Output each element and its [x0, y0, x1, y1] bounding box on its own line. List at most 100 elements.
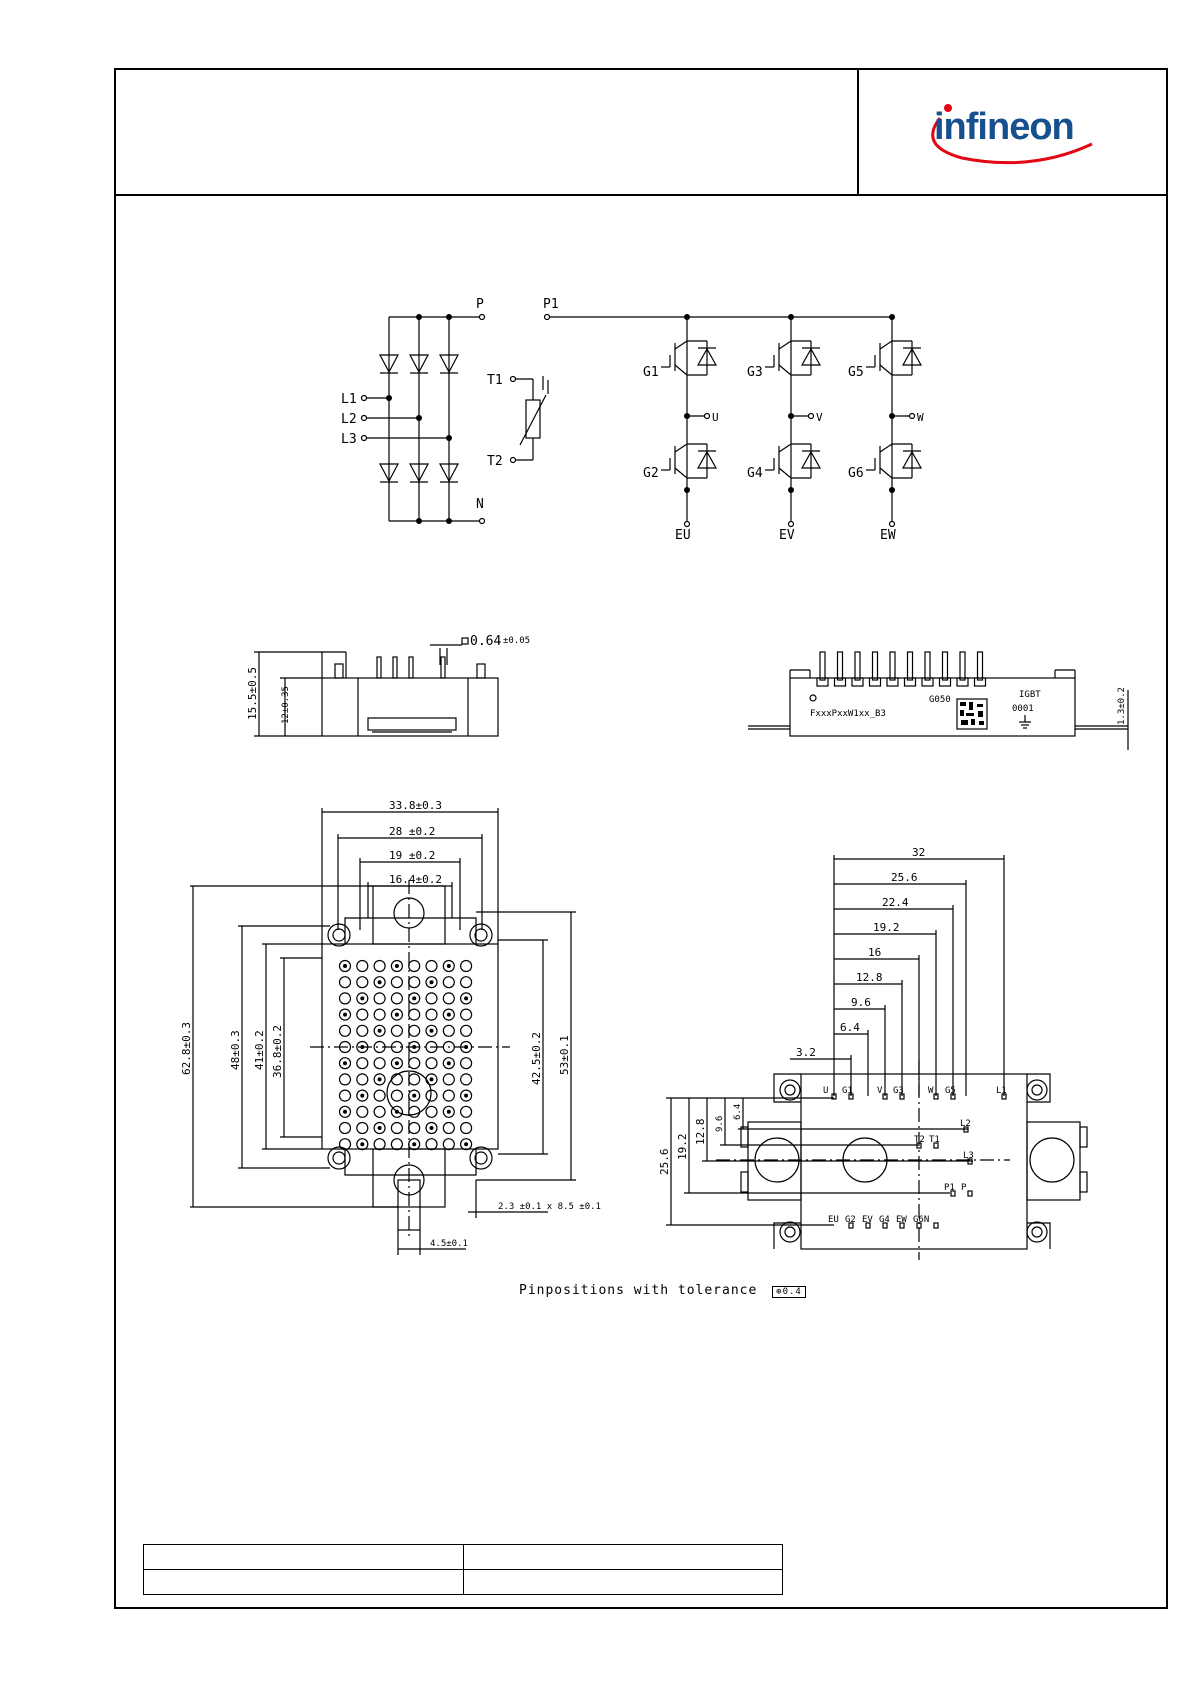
pin-position	[338, 959, 352, 973]
pin-marker	[464, 1142, 469, 1147]
pin-tolerance-caption: Pinpositions with tolerance ⊕0.4	[519, 1283, 806, 1298]
pin-position	[408, 959, 421, 973]
header-divider	[114, 194, 1168, 196]
front-pin	[819, 651, 826, 681]
front-pin-base	[973, 677, 987, 687]
pin-marker	[429, 1126, 434, 1130]
pin-position	[442, 976, 455, 989]
emitter-terminal	[683, 520, 691, 528]
pin-position	[442, 1121, 455, 1135]
pin-position	[425, 976, 438, 989]
pin-position	[390, 1138, 403, 1151]
pin-position	[390, 1057, 403, 1070]
front-pin	[906, 651, 914, 681]
pin-position	[373, 992, 386, 1005]
igbt-emitter	[778, 364, 792, 376]
layout-pin	[950, 1190, 956, 1197]
pin-label-T2: T2	[487, 454, 503, 469]
pin-position	[425, 1138, 438, 1151]
pin-label-L1: L1	[996, 1086, 1007, 1096]
caption-text: Pinpositions with tolerance	[519, 1283, 758, 1298]
pin-position	[373, 1024, 386, 1037]
lot-code: G050	[929, 695, 951, 705]
pin-position	[338, 1008, 352, 1021]
pin-label-G3: G3	[893, 1086, 904, 1096]
pin-position	[408, 1040, 421, 1054]
pin-grid	[338, 959, 473, 1151]
page-frame	[114, 68, 1168, 1609]
dim-width-16-4: 16.4±0.2	[389, 873, 442, 886]
front-pin	[941, 651, 949, 681]
pin-position	[356, 1121, 369, 1135]
pin-position	[338, 1073, 352, 1086]
type-code: IGBT	[1019, 690, 1041, 700]
pin-position	[460, 959, 473, 973]
pin-marker	[343, 1109, 347, 1114]
pin-label-G5: G5	[945, 1086, 956, 1096]
dim-height-42-5: 42.5±0.2	[530, 1032, 543, 1085]
pin-marker	[377, 1126, 382, 1130]
pin-position	[425, 1040, 438, 1054]
pin-marker	[412, 1093, 417, 1098]
layout-pin	[933, 1142, 939, 1149]
logo-swoosh-icon	[931, 117, 1093, 165]
freewheel-diode	[901, 450, 923, 469]
pin-position	[408, 1105, 421, 1118]
pin-position	[390, 1121, 403, 1135]
pin-position	[356, 1138, 369, 1151]
pin-position	[460, 1073, 473, 1086]
emitter-label-EV: EV	[779, 528, 795, 543]
pin-marker	[464, 1045, 469, 1049]
pin-label-V: V	[877, 1086, 883, 1096]
pin-position	[338, 1057, 352, 1070]
pin-marker	[343, 1012, 347, 1017]
pin-position	[425, 1024, 438, 1037]
pin-label-EV: EV	[862, 1215, 873, 1225]
pin-label-W: W	[928, 1086, 934, 1096]
gate-label-G6: G6	[848, 466, 864, 481]
infineon-logo: infineon	[922, 100, 1112, 170]
pin-marker	[394, 1061, 399, 1066]
freewheel-diode	[696, 450, 718, 469]
pin-position	[425, 1057, 438, 1070]
ground-symbol-icon	[1019, 715, 1031, 729]
pin-label-N: N	[476, 497, 484, 512]
pin-label-L2: L2	[341, 412, 357, 427]
dim-y-12-8: 12.8	[694, 1119, 707, 1146]
pin-marker	[360, 996, 365, 1001]
pin-position	[356, 976, 369, 989]
pin-position	[408, 1024, 421, 1037]
pin-marker	[412, 1142, 417, 1147]
dim-bottom: 4.5±0.1	[430, 1239, 468, 1249]
dim-height-41: 41±0.2	[253, 1030, 266, 1070]
igbt-emitter	[674, 467, 688, 479]
pin-label-EW: EW	[896, 1215, 907, 1225]
pin-marker	[429, 1077, 434, 1082]
phase-terminal	[908, 412, 916, 420]
dim-x-25-6: 25.6	[891, 871, 918, 884]
pin-marker	[343, 1061, 347, 1066]
front-pin	[976, 651, 984, 681]
pin-position	[338, 1121, 352, 1135]
pin-position	[390, 1008, 403, 1021]
top-view: 33.8±0.3 28 ±0.2 19 ±0.2 16.4±0.2 62.8±0…	[180, 799, 601, 1255]
pin-position	[425, 1089, 438, 1102]
freewheel-diode	[800, 347, 822, 366]
pin-position	[338, 1089, 352, 1102]
pin-position	[460, 1089, 473, 1102]
pin-label-T1: T1	[929, 1135, 940, 1145]
pin-marker	[394, 1012, 399, 1017]
pin-marker	[464, 1093, 469, 1098]
dim-x-6-4: 6.4	[840, 1021, 860, 1034]
dim-width-33-8: 33.8±0.3	[389, 799, 442, 812]
gate-label-G1: G1	[643, 365, 659, 380]
pin-position	[356, 1008, 369, 1021]
pin-position	[408, 1008, 421, 1021]
igbt-collector	[778, 340, 792, 350]
dim-height-48: 48±0.3	[229, 1030, 242, 1070]
datamatrix-code	[956, 698, 988, 730]
table-row	[143, 1544, 783, 1570]
logo-dot-icon	[944, 104, 952, 112]
emitter-terminal	[787, 520, 795, 528]
pin-position	[356, 992, 369, 1005]
